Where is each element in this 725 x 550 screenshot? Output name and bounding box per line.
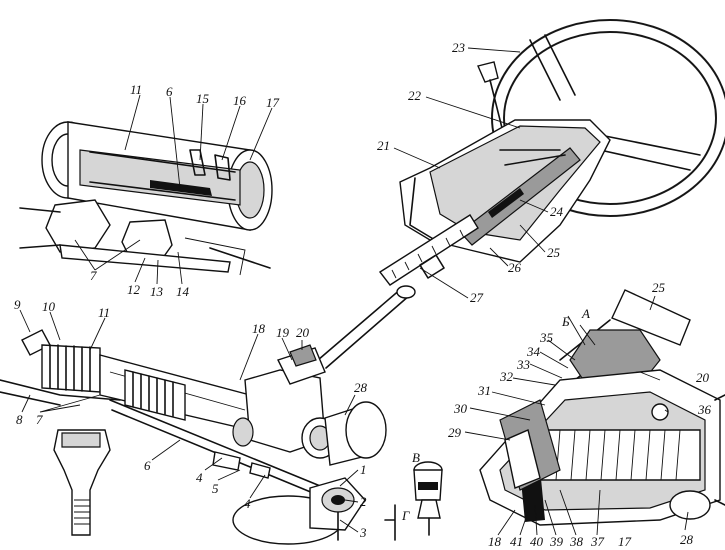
callout-36: 36 [697,402,712,417]
callout-21: 21 [377,138,390,153]
callout-24: 24 [550,204,564,219]
callout-8: 8 [16,412,23,427]
callout-22: 22 [408,88,422,103]
callout-18-cutaway: 18 [488,534,502,549]
callout-15: 15 [196,91,210,106]
callout-20-cutaway: 20 [696,370,710,385]
callout-29: 29 [448,425,462,440]
callout-7-main: 7 [36,412,43,427]
callout-1: 1 [360,462,367,477]
callout-33: 33 [516,357,531,372]
callout-9: 9 [14,297,21,312]
callout-17-inset: 17 [266,95,280,110]
callout-G: Г [401,508,410,523]
callout-41: 41 [510,534,523,549]
callout-5: 5 [212,481,219,496]
callout-4-a: 4 [196,470,203,485]
callout-26: 26 [508,260,522,275]
callout-4-b: 4 [244,496,251,511]
callout-38: 38 [569,534,584,549]
callout-20-main: 20 [296,325,310,340]
callout-V: В [412,450,420,465]
steering-wheel-assembly [317,19,725,369]
callout-B: Б [561,314,570,329]
callout-labels: 23 22 21 24 25 26 27 11 6 15 16 17 7 12 … [14,40,712,549]
callout-25-cutaway: 25 [652,280,666,295]
callout-11-main: 11 [98,305,110,320]
callout-23: 23 [452,40,466,55]
callout-25: 25 [547,245,561,260]
callout-34: 34 [526,344,541,359]
callout-18-main: 18 [252,321,266,336]
callout-19: 19 [276,325,290,340]
callout-7-inset: 7 [90,268,97,283]
callout-28-main: 28 [354,380,368,395]
pinion-cutaway [479,289,725,526]
callout-6-inset: 6 [166,84,173,99]
steering-rack-housing [0,329,387,501]
callout-13: 13 [150,284,164,299]
callout-40: 40 [530,534,544,549]
callout-28-cutaway: 28 [680,532,694,547]
callout-6-main: 6 [144,458,151,473]
callout-3: 3 [359,525,367,540]
callout-37: 37 [590,534,605,549]
rack-mount-cutaway [19,121,273,276]
leader-lines [19,47,689,536]
callout-12: 12 [127,282,141,297]
ball-joint-bottom-left [53,429,111,536]
steering-knuckle [232,477,366,545]
callout-35: 35 [539,330,554,345]
callout-17-cutaway: 17 [618,534,632,549]
callout-2: 2 [360,494,367,509]
callout-14: 14 [176,284,190,299]
callout-39: 39 [549,534,564,549]
callout-30: 30 [453,401,468,416]
callout-16: 16 [233,93,247,108]
callout-A: А [581,306,590,321]
callout-27: 27 [470,290,484,305]
ball-stud-detail [384,461,443,541]
callout-10: 10 [42,299,56,314]
callout-11-inset: 11 [130,82,142,97]
callout-32: 32 [499,369,514,384]
callout-31: 31 [477,383,491,398]
